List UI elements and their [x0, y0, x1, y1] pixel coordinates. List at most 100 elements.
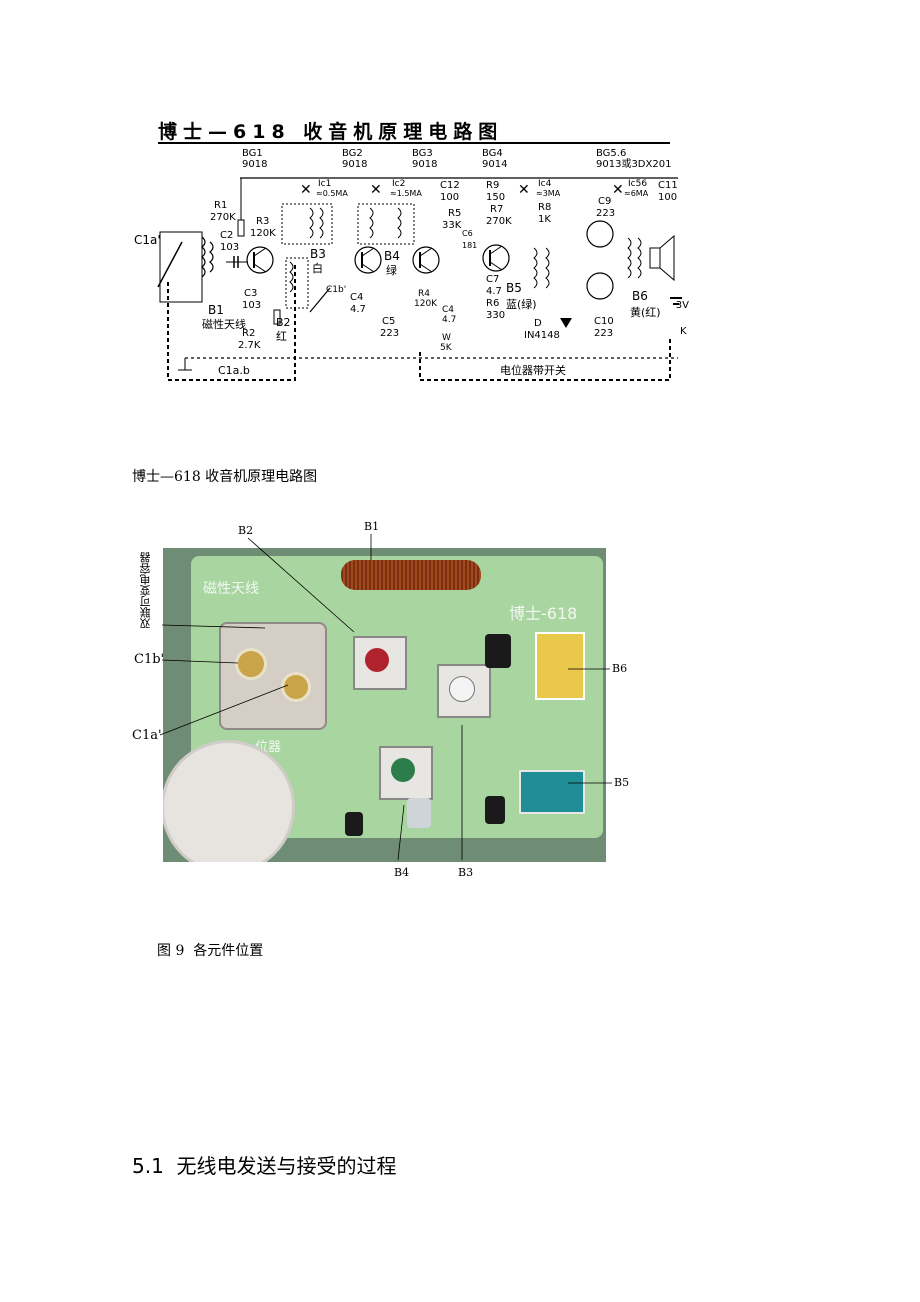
label-r2: R2	[242, 328, 255, 339]
photo-callouts	[159, 534, 612, 861]
svg-text:✕: ✕	[612, 182, 624, 198]
label-r9-val: 150	[486, 192, 505, 203]
label-bg2-part: 9018	[342, 159, 367, 170]
figure-caption: 图 9 各元件位置	[157, 943, 264, 959]
label-bg56: BG5.6	[596, 148, 626, 159]
b2-core	[365, 648, 389, 672]
label-r1: R1	[214, 200, 227, 211]
label-c12-val: 100	[440, 192, 459, 203]
label-d-val: IN4148	[524, 330, 560, 341]
brand-label: 博士-618	[509, 604, 578, 623]
label-c2: C2	[220, 230, 233, 241]
label-c6-val: 181	[462, 241, 477, 250]
label-c10-val: 223	[594, 328, 613, 339]
label-c7-val: 4.7	[486, 286, 502, 297]
callout-b3: B3	[458, 866, 474, 879]
svg-text:✕: ✕	[370, 182, 382, 198]
label-ic1-val: ≈0.5MA	[316, 189, 348, 198]
label-r2-val: 2.7K	[238, 340, 261, 351]
label-bg2: BG2	[342, 148, 363, 159]
label-bg1-part: 9018	[242, 159, 267, 170]
label-k: K	[680, 326, 687, 337]
callout-c1a: C1a'	[132, 728, 162, 743]
label-w: W	[442, 333, 451, 343]
label-r8: R8	[538, 202, 551, 213]
callout-b4: B4	[394, 866, 410, 879]
label-bg3-part: 9018	[412, 159, 437, 170]
label-r7-val: 270K	[486, 216, 512, 227]
label-r6: R6	[486, 298, 499, 309]
label-c11: C11	[658, 180, 678, 191]
dual-variable-capacitor	[219, 622, 327, 730]
label-b6: B6	[632, 289, 648, 303]
svg-text:✕: ✕	[518, 182, 530, 198]
label-c5-val: 223	[380, 328, 399, 339]
label-c3: C3	[244, 288, 257, 299]
callout-c1b: C1b'	[134, 652, 165, 667]
b3-core	[449, 676, 475, 702]
label-b4-color: 绿	[386, 263, 397, 277]
label-r7: R7	[490, 204, 503, 215]
label-r9: R9	[486, 180, 499, 191]
label-r1-val: 270K	[210, 212, 236, 223]
label-c1b: C1b'	[326, 285, 346, 295]
label-c4b: C4	[442, 305, 454, 315]
label-b5-color: 蓝(绿)	[506, 297, 537, 311]
label-r8-val: 1K	[538, 214, 551, 225]
electrolytic-cap	[407, 798, 431, 828]
label-c5: C5	[382, 316, 395, 327]
antenna-label: 磁性天线	[203, 581, 259, 597]
label-c4: C4	[350, 292, 363, 303]
b6-transformer	[535, 632, 585, 700]
label-ic2-val: ≈1.5MA	[390, 189, 422, 198]
label-b3: B3	[310, 247, 326, 261]
label-c4-val: 4.7	[350, 304, 366, 315]
label-c10: C10	[594, 316, 614, 327]
schematic-title: 博士—618 收音机原理电路图	[158, 120, 503, 143]
label-d: D	[534, 318, 542, 329]
label-c11-val: 100	[658, 192, 677, 203]
electrolytic-cap	[345, 812, 363, 836]
electrolytic-cap	[485, 796, 505, 824]
label-ic56-val: ≈6MA	[624, 189, 649, 198]
label-ic4: Ic4	[538, 179, 552, 189]
label-b1-desc: 磁性天线	[202, 317, 246, 331]
schematic-caption: 博士—618 收音机原理电路图	[132, 469, 318, 485]
label-3v: 3V	[676, 300, 689, 311]
label-bg4-part: 9014	[482, 159, 507, 170]
label-b2: B2	[276, 316, 291, 329]
label-c7: C7	[486, 274, 499, 285]
label-c6: C6	[462, 229, 473, 238]
circuit-schematic: 博士—618 收音机原理电路图 BG1 9018 BG2 9018 BG3 90…	[134, 120, 689, 381]
section-heading: 5.1 无线电发送与接受的过程	[132, 1154, 397, 1178]
label-r5: R5	[448, 208, 461, 219]
label-c4b-val: 4.7	[442, 315, 456, 325]
label-bg3: BG3	[412, 148, 433, 159]
label-c9: C9	[598, 196, 611, 207]
callout-b1: B1	[364, 520, 380, 533]
label-b2-color: 红	[276, 330, 287, 343]
label-bg4: BG4	[482, 148, 503, 159]
callout-b5: B5	[614, 776, 630, 789]
label-ic2: Ic2	[392, 179, 405, 189]
label-bg1: BG1	[242, 148, 263, 159]
b4-transformer	[379, 746, 433, 800]
label-bg56-part: 9013或3DX201	[596, 158, 671, 170]
label-r4: R4	[418, 289, 430, 299]
label-c3-val: 103	[242, 300, 261, 311]
label-c1a: C1a'	[134, 233, 161, 247]
callout-b2: B2	[238, 524, 254, 537]
label-r6-val: 330	[486, 310, 505, 321]
label-switch-note: 电位器带开关	[500, 363, 566, 377]
c1b-trimmer	[235, 648, 267, 680]
tuning-wheel	[163, 740, 295, 862]
label-ic4-val: ≈3MA	[536, 189, 561, 198]
label-ic1: Ic1	[318, 179, 331, 189]
svg-text:✕: ✕	[300, 182, 312, 198]
b5-transformer	[519, 770, 585, 814]
label-b3-color: 白	[312, 261, 323, 275]
label-ic56: Ic56	[628, 179, 647, 189]
electrolytic-cap	[485, 634, 511, 668]
antenna-coil	[341, 560, 481, 590]
label-b1: B1	[208, 303, 224, 317]
